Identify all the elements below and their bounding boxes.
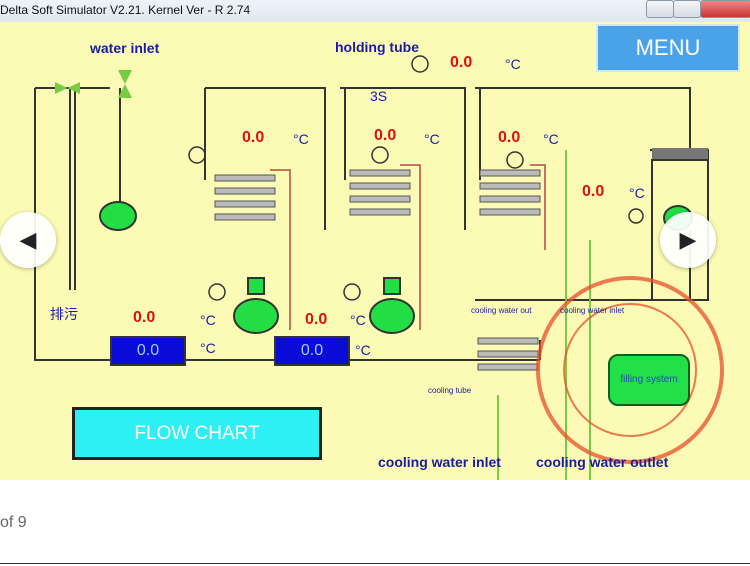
valve-icon bbox=[55, 70, 132, 98]
hx4-temp: 0.0 bbox=[582, 183, 605, 200]
tank-top bbox=[652, 148, 708, 160]
cooling-water-inlet-label: cooling water inlet bbox=[378, 454, 501, 470]
divider bbox=[0, 563, 750, 564]
unit: °C bbox=[543, 131, 559, 147]
setpoint2-input[interactable]: 0.0 bbox=[274, 336, 350, 366]
unit: °C bbox=[200, 340, 216, 356]
flow-chart-label: FLOW CHART bbox=[75, 410, 319, 457]
window-title: Delta Soft Simulator V2.21. Kernel Ver -… bbox=[0, 3, 251, 17]
hx2-temp: 0.0 bbox=[374, 127, 397, 144]
unit: °C bbox=[424, 131, 440, 147]
cooling-water-outlet-label: cooling water outlet bbox=[536, 454, 669, 470]
pump2-temp: 0.0 bbox=[305, 311, 328, 328]
drain-label: 排污 bbox=[50, 306, 78, 322]
holding-tube-temp: 0.0 bbox=[450, 54, 473, 71]
chevron-right-icon: ▶ bbox=[679, 227, 697, 252]
menu-button[interactable]: MENU bbox=[596, 24, 740, 72]
carousel-pager: of 9 bbox=[0, 514, 27, 531]
unit: °C bbox=[293, 131, 309, 147]
unit: °C bbox=[505, 56, 521, 72]
setpoint1-input[interactable]: 0.0 bbox=[110, 336, 186, 366]
carousel-prev-button[interactable]: ◀ bbox=[0, 212, 56, 268]
carousel-next-button[interactable]: ▶ bbox=[660, 212, 716, 268]
hx3-temp: 0.0 bbox=[498, 129, 521, 146]
unit: °C bbox=[355, 342, 371, 358]
heat-exchanger bbox=[214, 169, 541, 371]
gauge-icon bbox=[188, 55, 644, 301]
holding-tube-label: holding tube bbox=[335, 39, 419, 55]
cooling-water-out-label: cooling water out bbox=[471, 306, 532, 315]
pump1-temp: 0.0 bbox=[133, 309, 156, 326]
water-inlet-label: water inlet bbox=[90, 40, 160, 56]
company-stamp bbox=[536, 276, 724, 464]
cooling-water-inlet-small-label: cooling water inlet bbox=[560, 306, 625, 315]
hx1-temp: 0.0 bbox=[242, 129, 265, 146]
unit: °C bbox=[629, 185, 645, 201]
hold-time: 3S bbox=[370, 88, 388, 104]
unit: °C bbox=[350, 312, 366, 328]
cooling-tube-label: cooling tube bbox=[428, 386, 472, 395]
unit: °C bbox=[200, 312, 216, 328]
chevron-left-icon: ◀ bbox=[19, 227, 37, 252]
filling-system-button[interactable]: filling system bbox=[608, 354, 690, 406]
title-bar: Delta Soft Simulator V2.21. Kernel Ver -… bbox=[0, 0, 750, 22]
process-diagram bbox=[34, 55, 724, 480]
close-button[interactable] bbox=[700, 0, 750, 18]
flow-chart-button[interactable]: FLOW CHART bbox=[72, 407, 322, 460]
